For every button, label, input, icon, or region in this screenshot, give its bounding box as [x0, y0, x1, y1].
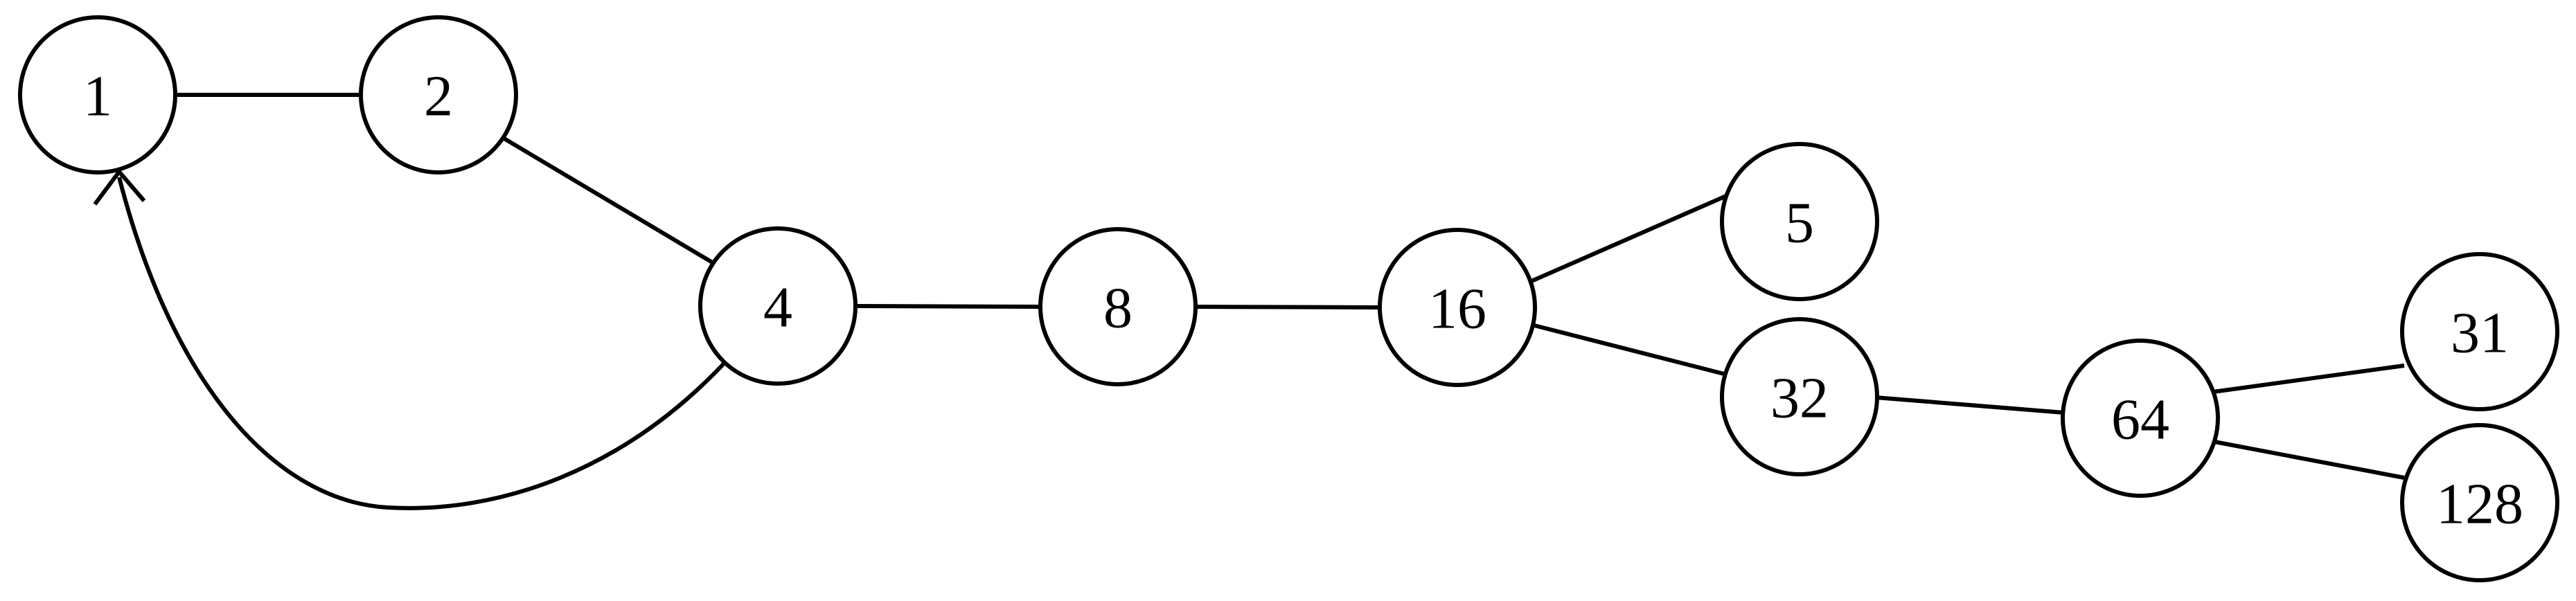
node-circle[interactable]	[1720, 317, 1879, 476]
node-circle[interactable]	[359, 15, 518, 174]
edge-path	[855, 304, 1040, 309]
graph-edge	[1530, 194, 1727, 283]
graph-edge	[1875, 395, 2065, 415]
nodes-layer: 1 2 4 8 16 5 32 64 31 128	[18, 15, 2559, 582]
graph-edge	[2212, 364, 2405, 394]
graph-edge	[2214, 440, 2405, 480]
node-label: 1	[83, 64, 112, 129]
graph-node[interactable]: 2	[359, 15, 518, 174]
node-label: 32	[1770, 366, 1829, 431]
edges-layer	[93, 93, 2405, 510]
graph-node[interactable]: 128	[2400, 423, 2559, 582]
graph-node[interactable]: 31	[2400, 252, 2559, 411]
edge-path	[2212, 364, 2405, 394]
edge-path	[2214, 440, 2405, 480]
graph-edge	[1534, 323, 1725, 376]
graph-node[interactable]: 16	[1378, 228, 1537, 387]
graph-node[interactable]: 32	[1720, 317, 1879, 476]
graph-node[interactable]: 4	[698, 226, 858, 386]
node-label: 64	[2111, 388, 2169, 452]
node-label: 4	[763, 276, 792, 340]
edge-path	[1530, 194, 1727, 283]
node-circle[interactable]	[18, 15, 177, 174]
node-circle[interactable]	[2061, 339, 2220, 498]
graph-edge	[855, 304, 1040, 309]
node-label: 16	[1428, 277, 1486, 341]
node-circle[interactable]	[1378, 228, 1537, 387]
node-label: 128	[2436, 472, 2523, 537]
node-label: 2	[424, 64, 453, 129]
node-label: 8	[1103, 276, 1132, 341]
node-circle[interactable]	[698, 226, 858, 386]
graph-edge	[501, 136, 715, 265]
edge-arrowhead-icon	[93, 168, 146, 206]
edge-path	[117, 177, 728, 510]
node-circle[interactable]	[2400, 423, 2559, 582]
graph-node[interactable]: 1	[18, 15, 177, 174]
edge-path	[1875, 395, 2065, 415]
graph-edge	[93, 168, 728, 510]
graph-node[interactable]: 5	[1720, 142, 1879, 301]
graph-node[interactable]: 64	[2061, 339, 2220, 498]
edge-path	[501, 136, 715, 265]
graph-node[interactable]: 8	[1038, 227, 1198, 386]
edge-path	[1534, 323, 1725, 376]
node-circle[interactable]	[1720, 142, 1879, 301]
node-label: 31	[2451, 301, 2509, 366]
node-label: 5	[1785, 191, 1814, 255]
node-circle[interactable]	[2400, 252, 2559, 411]
node-circle[interactable]	[1038, 227, 1198, 386]
